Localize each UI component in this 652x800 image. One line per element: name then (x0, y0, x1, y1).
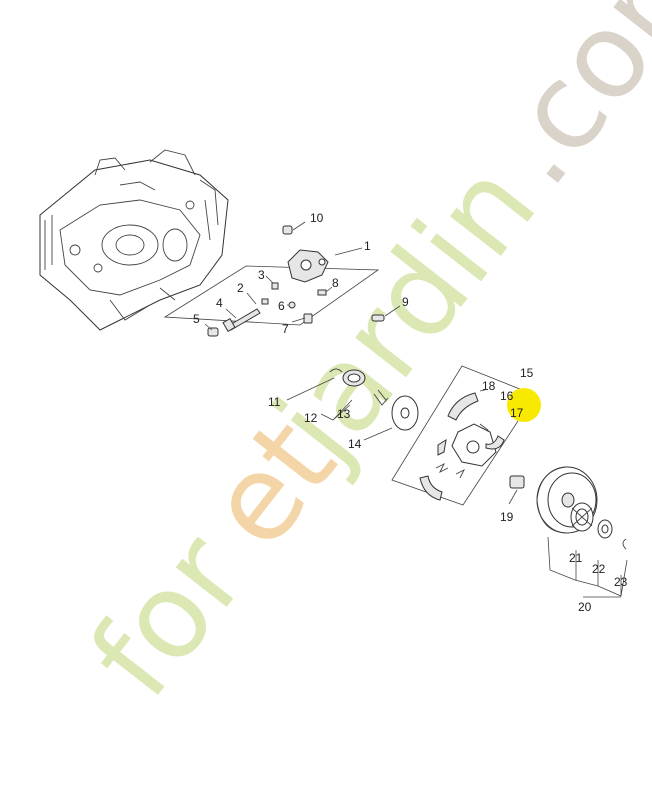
watermark-part-jardin: jardin (246, 138, 562, 489)
label-10: 10 (310, 211, 324, 225)
leader-bracket-20 (547, 536, 628, 598)
part-21-rim-sprocket (570, 502, 594, 532)
part-10-plug (282, 221, 306, 235)
label-2: 2 (237, 281, 244, 295)
label-23: 23 (614, 575, 628, 589)
part-19-needle-bearing (508, 475, 525, 505)
part-11-ring (286, 368, 343, 401)
part-22-washer (597, 519, 613, 539)
part-7-screw (291, 313, 313, 324)
label-14: 14 (348, 437, 362, 451)
part-3-spring (265, 275, 279, 290)
watermark: for e t jardin .com (63, 0, 652, 722)
clutch-shoe-lower (419, 475, 443, 501)
watermark-part-for: for (63, 509, 272, 722)
part-13-spring (373, 389, 389, 406)
highlight-marker (507, 388, 541, 422)
leader-5 (204, 323, 213, 331)
group-box-oil-pump (163, 265, 380, 326)
label-22: 22 (592, 562, 606, 576)
part-6-washer (288, 301, 296, 309)
label-21: 21 (569, 551, 583, 565)
label-5: 5 (193, 312, 200, 326)
part-14-washer (363, 395, 419, 441)
label-13: 13 (337, 407, 351, 421)
label-4: 4 (216, 296, 223, 310)
label-7: 7 (282, 322, 289, 336)
crankcase-housing (39, 149, 229, 331)
part-2-pin (261, 298, 269, 305)
label-3: 3 (258, 268, 265, 282)
clutch-springs-lower (435, 462, 466, 479)
leader-4 (225, 308, 237, 319)
part-1-oil-pump (287, 247, 363, 283)
leader-12-13 (320, 399, 353, 421)
label-9: 9 (402, 295, 409, 309)
label-12: 12 (304, 411, 318, 425)
part-12-needle-cage (342, 369, 366, 387)
label-11: 11 (268, 395, 281, 409)
part-8-clip (317, 286, 333, 296)
label-16: 16 (500, 389, 514, 403)
label-15: 15 (520, 366, 534, 380)
label-1: 1 (364, 239, 371, 253)
label-17: 17 (510, 406, 524, 420)
leader-2 (246, 292, 257, 305)
part-5-bush (207, 327, 219, 337)
part-17-clutch-carrier (437, 423, 505, 467)
label-19: 19 (500, 510, 514, 524)
label-20: 20 (578, 600, 592, 614)
label-6: 6 (278, 299, 285, 313)
part-9-screw (371, 305, 401, 322)
label-8: 8 (332, 276, 339, 290)
part-18-clutch-shoe (447, 389, 486, 421)
label-18: 18 (482, 379, 496, 393)
part-23-e-clip (622, 538, 627, 550)
part-4-worm-shaft (222, 308, 261, 333)
